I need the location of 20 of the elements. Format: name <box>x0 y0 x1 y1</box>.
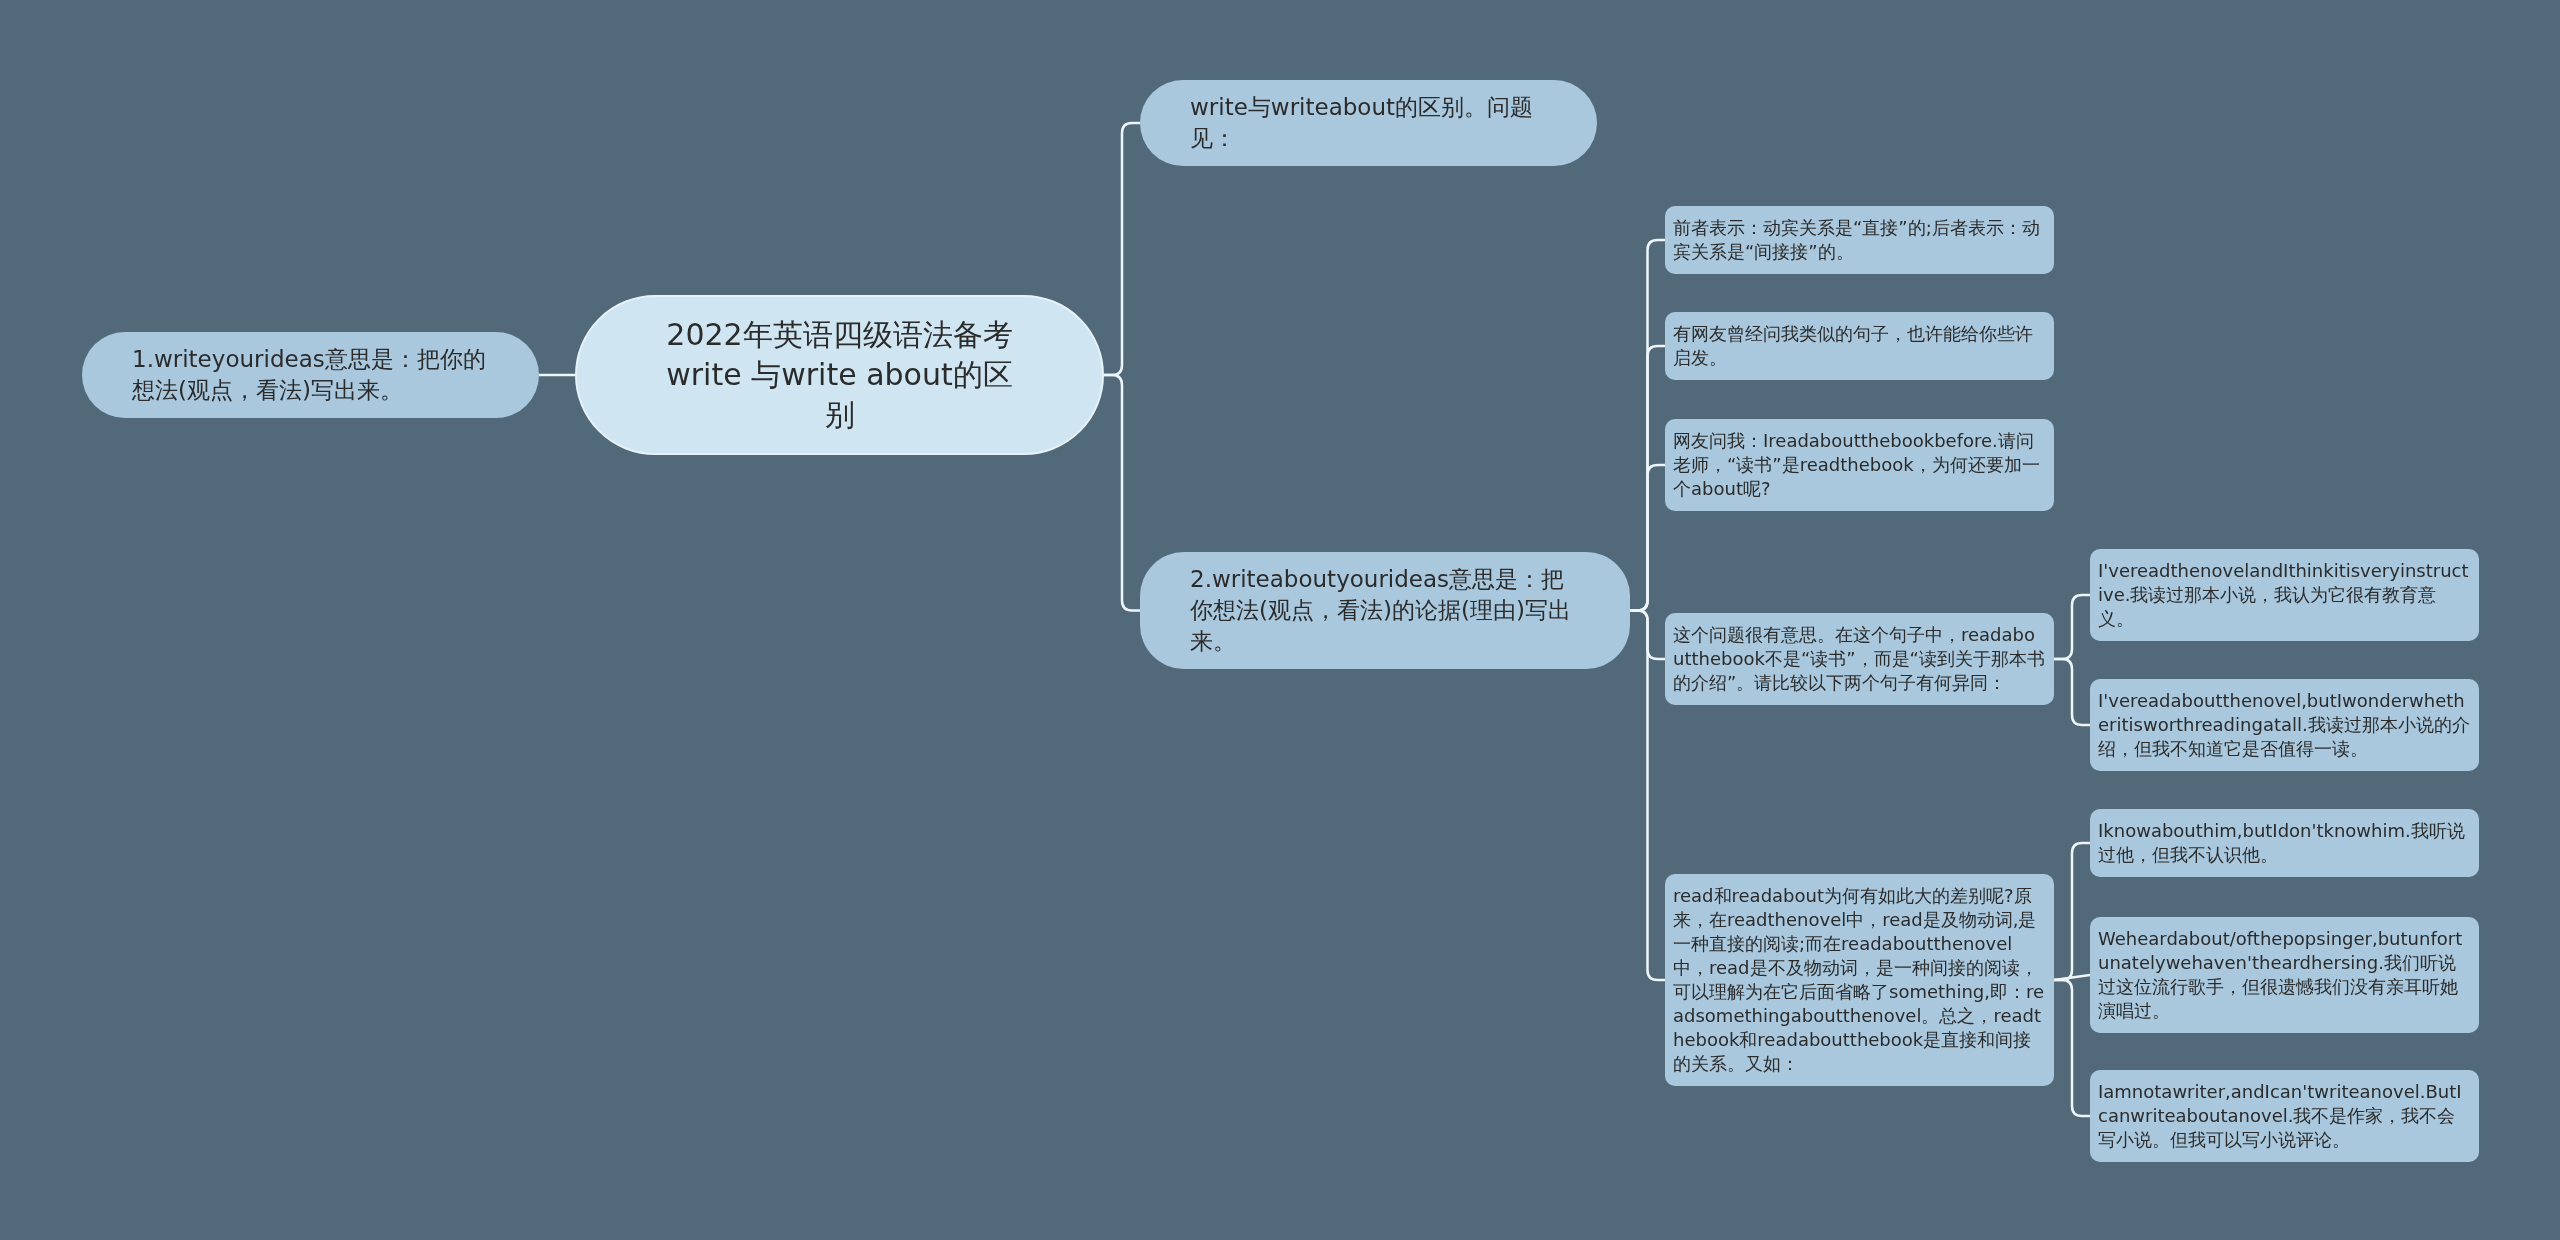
connector-line <box>1630 609 1665 982</box>
subtopic-box: 有网友曾经问我类似的句子，也许能给你些许启发。 <box>1665 312 2054 380</box>
topic-box: 2.writeaboutyourideas意思是：把你想法(观点，看法)的论据(理由)写出来。 <box>1140 551 1630 669</box>
subtopic-box: I'vereadthenovelandIthinkitisveryinstructive.我读过那本小说，我认为它很有教育意义。 <box>2090 549 2479 641</box>
subtopic-box: Iknowabouthim,butIdon'tknowhim.我听说过他，但我不认识他。 <box>2090 809 2479 877</box>
connector-line <box>539 373 575 377</box>
connector-line <box>2054 978 2090 1118</box>
subtopic-box: 前者表示：动宾关系是“直接”的;后者表示：动宾关系是“间接接”的。 <box>1665 206 2054 274</box>
subtopic-box: I'vereadaboutthenovel,butIwonderwhetheritisworthreadingatall.我读过那本小说的介绍，但我不知道它是否值得一读。 <box>2090 679 2479 771</box>
subtopic-box: 这个问题很有意思。在这个句子中，readaboutthebook不是“读书”，而是“读到关于那本书的介绍”。请比较以下两个句子有何异同： <box>1665 613 2054 705</box>
central-topic: 2022年英语四级语法备考write 与write about的区别 <box>575 295 1104 455</box>
connector-line <box>1104 373 1140 612</box>
subtopic-box: Iamnotawriter,andIcan'twriteanovel.ButIcanwriteaboutanovel.我不是作家，我不会写小说。但我可以写小说评论。 <box>2090 1070 2479 1162</box>
topic-box: write与writeabout的区别。问题见： <box>1140 80 1597 166</box>
subtopic-box: read和readabout为何有如此大的差别呢?原来，在readthenovel中，read是及物动词,是一种直接的阅读;而在readaboutthenovel中，read是不及物动词，是一种间接的阅读，可以理解为在它后面省略了something,即：readsomethingaboutthenovel。总之，readthebook和readaboutthebook是直接和间接的关系。又如： <box>1665 874 2054 1086</box>
connector-line <box>2054 657 2090 727</box>
subtopic-box: 网友问我：Ireadaboutthebookbefore.请问老师，“读书”是readthebook，为何还要加一个about呢? <box>1665 419 2054 511</box>
topic-box: 1.writeyourideas意思是：把你的想法(观点，看法)写出来。 <box>82 332 539 418</box>
subtopic-box: Weheardabout/ofthepopsinger,butunfortunatelywehaven'theardhersing.我们听说过这位流行歌手，但很遗憾我们没有亲耳听她演唱过。 <box>2090 917 2479 1033</box>
connector-line <box>2053 973 2091 982</box>
